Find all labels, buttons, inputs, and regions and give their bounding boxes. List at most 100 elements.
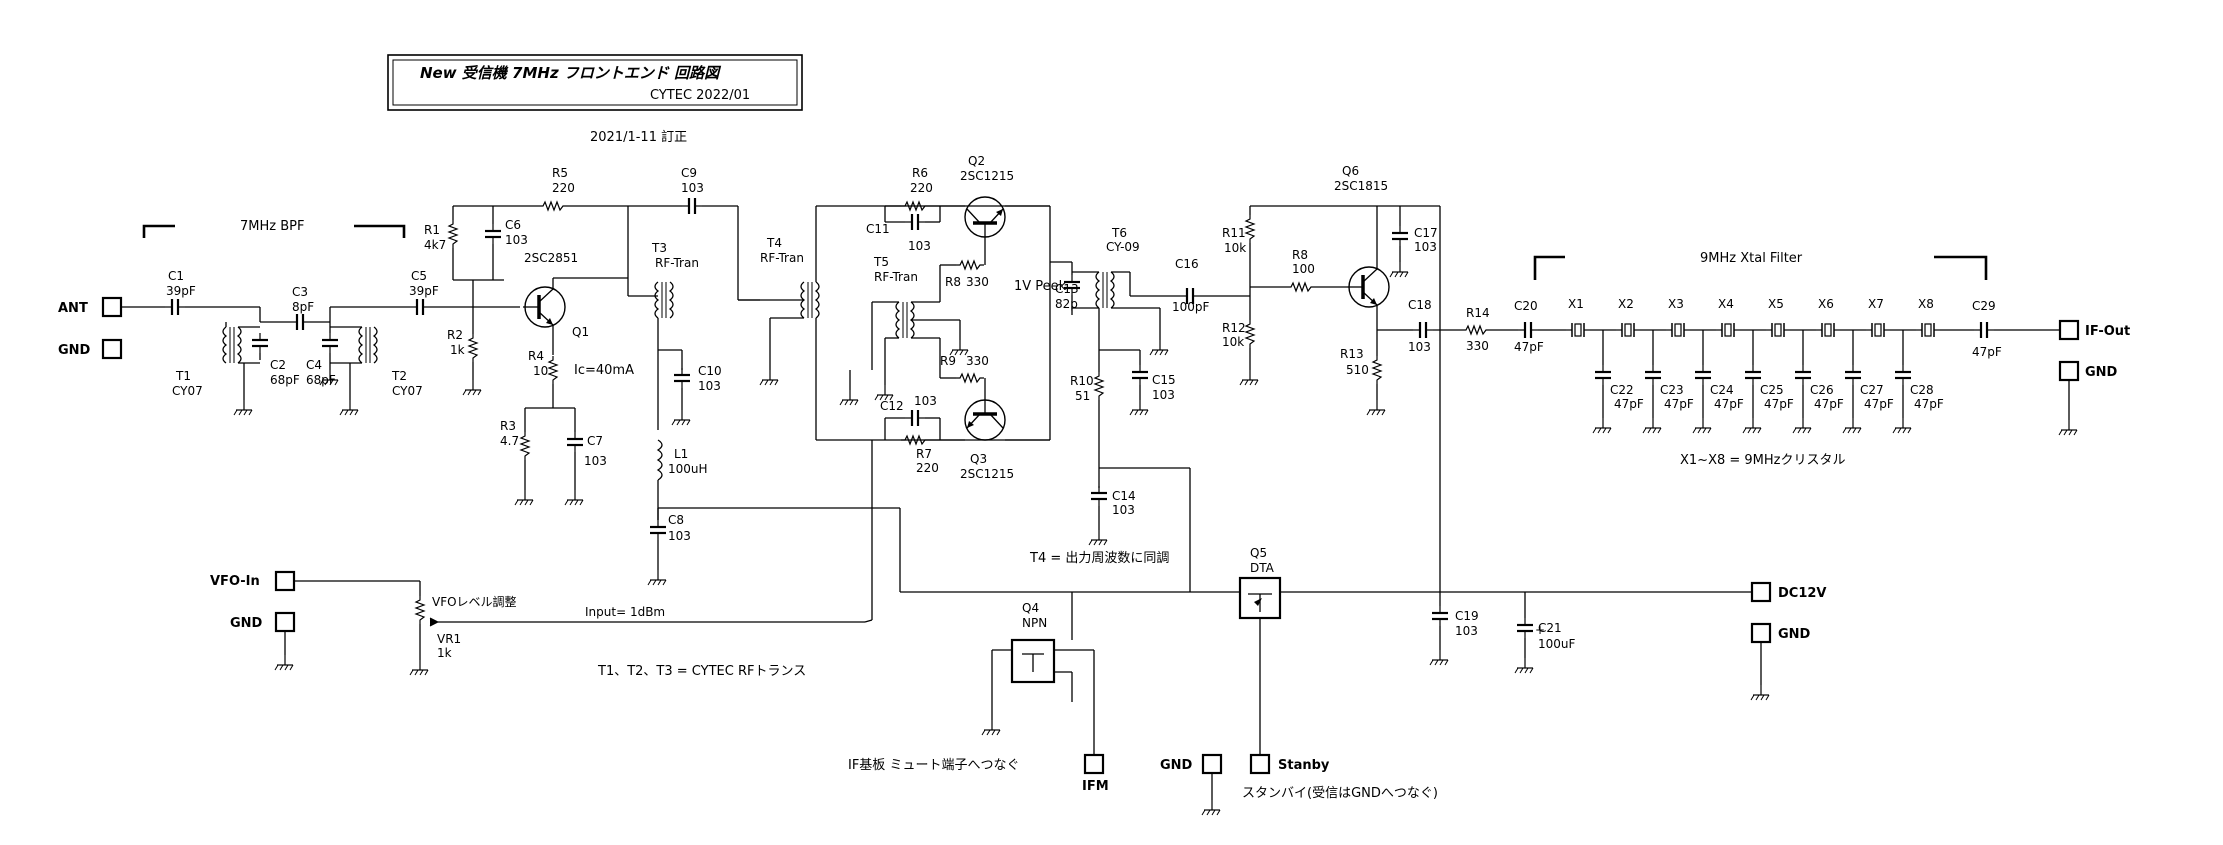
svg-text:C5: C5	[411, 269, 427, 283]
svg-text:330: 330	[966, 354, 989, 368]
gnd-dc-label: GND	[1778, 627, 1811, 642]
svg-text:C26: C26	[1810, 383, 1834, 397]
svg-text:R9: R9	[940, 354, 956, 368]
svg-text:T4: T4	[766, 236, 782, 250]
svg-text:51: 51	[1075, 389, 1090, 403]
svg-text:103: 103	[505, 233, 528, 247]
svg-text:47pF: 47pF	[1514, 340, 1544, 354]
xtal-filter: C20 47pF X1 X2 X3 X4 X5 X6 X7 X8 C29 47p…	[1514, 297, 2060, 468]
svg-text:DTA: DTA	[1250, 561, 1275, 575]
if-amp-stage: C13 82p T6 CY-09 C15 103 R10 51 C14 103 …	[1029, 164, 1518, 592]
svg-text:C27: C27	[1860, 383, 1884, 397]
svg-text:103: 103	[681, 181, 704, 195]
svg-text:R1: R1	[424, 223, 440, 237]
svg-text:X2: X2	[1618, 297, 1634, 311]
title-main: New 受信機 7MHz フロントエンド 回路図	[420, 64, 722, 82]
svg-text:T1: T1	[175, 369, 191, 383]
svg-text:C6: C6	[505, 218, 521, 232]
title-sub: CYTEC 2022/01	[650, 88, 750, 103]
svg-text:R8: R8	[945, 275, 961, 289]
svg-text:R14: R14	[1466, 306, 1490, 320]
svg-text:X3: X3	[1668, 297, 1684, 311]
svg-text:10: 10	[533, 364, 548, 378]
svg-text:2SC2851: 2SC2851	[524, 251, 578, 265]
svg-text:103: 103	[1152, 388, 1175, 402]
svg-text:47pF: 47pF	[1764, 397, 1794, 411]
svg-text:2SC1215: 2SC1215	[960, 467, 1014, 481]
svg-text:X8: X8	[1918, 297, 1934, 311]
svg-text:Q2: Q2	[968, 154, 985, 168]
svg-text:Q1: Q1	[572, 325, 589, 339]
vfo-in-label: VFO-In	[210, 574, 260, 589]
svg-text:C1: C1	[168, 269, 184, 283]
svg-text:R3: R3	[500, 419, 516, 433]
svg-text:103: 103	[584, 454, 607, 468]
svg-text:82p: 82p	[1055, 297, 1078, 311]
svg-text:39pF: 39pF	[409, 284, 439, 298]
svg-text:X6: X6	[1818, 297, 1834, 311]
svg-text:100uH: 100uH	[668, 462, 708, 476]
gnd-ant-label: GND	[58, 343, 91, 358]
svg-text:C3: C3	[292, 285, 308, 299]
mute-section: Q4 NPN IFM IF基板 ミュート端子へつなぐ	[848, 592, 1109, 794]
svg-text:R8: R8	[1292, 248, 1308, 262]
svg-text:C25: C25	[1760, 383, 1784, 397]
svg-text:47pF: 47pF	[1814, 397, 1844, 411]
xtal-filter-label: 9MHz Xtal Filter	[1700, 251, 1803, 266]
svg-text:47pF: 47pF	[1972, 345, 2002, 359]
svg-text:R5: R5	[552, 166, 568, 180]
svg-text:C28: C28	[1910, 383, 1934, 397]
svg-text:CY07: CY07	[392, 384, 423, 398]
svg-text:X7: X7	[1868, 297, 1884, 311]
svg-text:510: 510	[1346, 363, 1369, 377]
q1-stage: 2SC2851 Q1 R2 1k R1 4k7 C6 103 R5 220 C9…	[424, 166, 900, 586]
svg-text:Q3: Q3	[970, 452, 987, 466]
svg-text:R2: R2	[447, 328, 463, 342]
svg-text:103: 103	[698, 379, 721, 393]
svg-text:103: 103	[1112, 503, 1135, 517]
title-block: New 受信機 7MHz フロントエンド 回路図 CYTEC 2022/01	[387, 54, 803, 111]
svg-text:68pF: 68pF	[270, 373, 300, 387]
svg-text:Q6: Q6	[1342, 164, 1359, 178]
gnd-ifout-label: GND	[2085, 365, 2118, 380]
ic-note: Ic=40mA	[574, 363, 634, 378]
bpf-section: C1 39pF C2 68pF T1 CY07 C3 8pF C4 68pF T…	[121, 269, 520, 416]
svg-text:330: 330	[966, 275, 989, 289]
svg-text:1k: 1k	[437, 646, 452, 660]
svg-text:C16: C16	[1175, 257, 1199, 271]
svg-text:47pF: 47pF	[1864, 397, 1894, 411]
svg-text:C21: C21	[1538, 621, 1562, 635]
svg-text:R6: R6	[912, 166, 928, 180]
bpf-bracket: 7MHz BPF	[142, 219, 406, 238]
svg-text:C15: C15	[1152, 373, 1176, 387]
svg-text:C2: C2	[270, 358, 286, 372]
dc12v-label: DC12V	[1778, 586, 1826, 601]
revision-note: 2021/1-11 訂正	[590, 129, 687, 145]
ifm-label: IFM	[1082, 779, 1109, 794]
svg-text:4.7: 4.7	[500, 434, 519, 448]
svg-text:T5: T5	[873, 255, 889, 269]
svg-text:C10: C10	[698, 364, 722, 378]
svg-text:C7: C7	[587, 434, 603, 448]
svg-text:Q5: Q5	[1250, 546, 1267, 560]
svg-text:C9: C9	[681, 166, 697, 180]
vfo-level-note: VFOレベル調整	[432, 594, 517, 609]
svg-text:T2: T2	[391, 369, 407, 383]
svg-text:103: 103	[908, 239, 931, 253]
svg-text:C12: C12	[880, 399, 904, 413]
svg-text:103: 103	[668, 529, 691, 543]
svg-text:100: 100	[1292, 262, 1315, 276]
xtal-filter-bracket: 9MHz Xtal Filter	[1533, 251, 1988, 280]
svg-text:C23: C23	[1660, 383, 1684, 397]
svg-text:330: 330	[1466, 339, 1489, 353]
svg-text:T6: T6	[1111, 226, 1127, 240]
bpf-label: 7MHz BPF	[240, 219, 304, 234]
svg-text:220: 220	[552, 181, 575, 195]
svg-text:103: 103	[914, 394, 937, 408]
svg-text:R12: R12	[1222, 321, 1246, 335]
svg-text:C13: C13	[1055, 282, 1079, 296]
svg-text:220: 220	[910, 181, 933, 195]
svg-text:C19: C19	[1455, 609, 1479, 623]
